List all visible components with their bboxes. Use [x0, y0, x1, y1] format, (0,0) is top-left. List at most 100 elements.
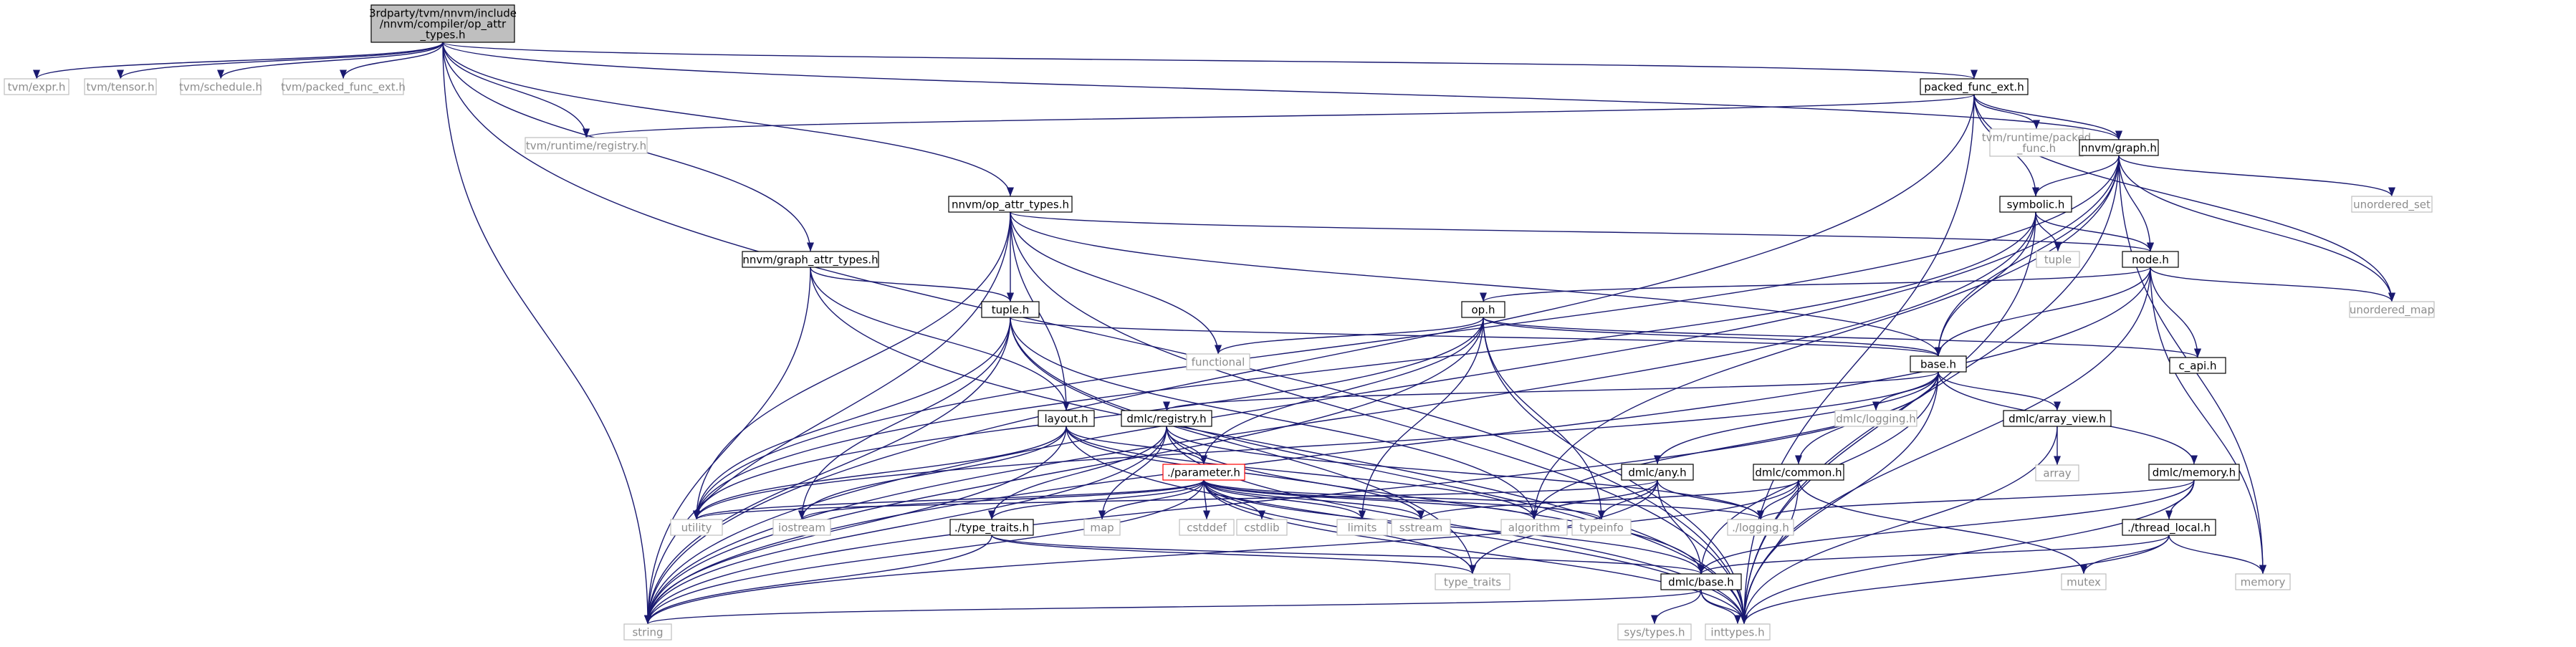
node-base[interactable]: base.h: [1910, 355, 1967, 373]
node-node[interactable]: node.h: [2122, 251, 2179, 268]
edge-node-to-c_api: [2150, 267, 2202, 358]
node-box: [2003, 410, 2112, 427]
node-inttypes: inttypes.h: [1705, 623, 1771, 641]
node-label: _func.h: [2016, 142, 2056, 155]
edge-op-to-parameter: [1200, 317, 1484, 465]
edge-op-to-limits: [1358, 317, 1484, 520]
edge-tuple_h-to-algorithm: [1010, 317, 1538, 520]
node-symbolic[interactable]: symbolic.h: [1999, 196, 2072, 213]
edge-dmlc_any-to-dmlc_base: [1657, 479, 1705, 575]
node-box: [1083, 519, 1121, 536]
node-type-traits: type_traits: [1435, 573, 1510, 590]
node-box: [1617, 623, 1692, 641]
edge-dmlc_memory-to-vector: [1741, 479, 2195, 625]
node-tvm-expr: tvm/expr.h: [4, 78, 70, 95]
edge-type_traits_h-to-type_traits: [991, 535, 1476, 575]
edge-thread_local-to-memory: [2168, 535, 2266, 575]
node-box: [370, 4, 515, 43]
edge-base-to-algorithm: [1531, 371, 1939, 520]
edge-parameter-to-algorithm: [1203, 479, 1538, 520]
edge-tuple_h-to-vector: [1010, 317, 1748, 625]
edge-nnvm_op_attr_types-to-string: [643, 211, 1011, 625]
edge-type_traits_h-to-dmlc_base: [991, 535, 1705, 575]
edge-base-to-dmlc_any: [1654, 371, 1939, 465]
edge-dmlc_registry-to-dmlc_base: [1166, 426, 1705, 575]
node-label: cstdlib: [1244, 522, 1279, 535]
node-unordered-map: unordered_map: [2349, 301, 2435, 318]
edge-nnvm_graph-to-node: [2118, 155, 2155, 252]
edge-dmlc_any-to-logging_rel: [1657, 479, 1764, 520]
node-box: [772, 519, 831, 536]
edge-dmlc_registry-to-logging_rel: [1166, 426, 1764, 520]
node-label: dmlc/base.h: [1668, 576, 1734, 589]
node-label: nnvm/graph_attr_types.h: [742, 254, 878, 267]
node-label: _types.h: [419, 29, 465, 42]
edge-parameter-to-limits: [1203, 479, 1366, 520]
node-label: nnvm/op_attr_types.h: [952, 198, 1069, 212]
node-box: [1910, 355, 1967, 373]
edge-nnvm_graph-to-utility: [693, 155, 2120, 520]
node-label: type_traits: [1444, 576, 1501, 590]
node-label: c_api.h: [2179, 360, 2217, 373]
edge-packed_func_ext-to-tvm_runtime_registry: [583, 94, 1975, 138]
node-nnvm-graph-attr-types[interactable]: nnvm/graph_attr_types.h: [742, 251, 879, 268]
node-tuple-h[interactable]: tuple.h: [981, 301, 1040, 318]
node-label: functional: [1192, 356, 1245, 369]
edge-dmlc_common-to-sstream: [1417, 479, 1799, 520]
node-mutex: mutex: [2061, 573, 2107, 590]
node-utility: utility: [670, 519, 723, 536]
edge-tuple_h-to-base: [1010, 317, 1942, 357]
node-tvm-tensor: tvm/tensor.h: [84, 78, 157, 95]
edge-symbolic-to-utility: [693, 211, 2036, 520]
node-dmlc-registry[interactable]: dmlc/registry.h: [1121, 410, 1212, 427]
node-label: nnvm/graph.h: [2081, 142, 2157, 155]
node-box: [1727, 519, 1794, 536]
node-dmlc-memory[interactable]: dmlc/memory.h: [2148, 464, 2240, 481]
node-nnvm-op-attr-types[interactable]: nnvm/op_attr_types.h: [948, 196, 1073, 213]
node-thread-local[interactable]: ./thread_local.h: [2122, 519, 2216, 536]
node-tvm-runtime-packed-func: tvm/runtime/packed_func.h: [1982, 128, 2091, 157]
node-label: unordered_map: [2350, 304, 2434, 317]
node-op[interactable]: op.h: [1461, 301, 1505, 318]
node-label: /nnvm/compiler/op_attr: [380, 18, 507, 32]
node-box: [1500, 519, 1568, 536]
edge-nnvm_op_attr_types-to-base: [1010, 211, 1942, 357]
node-dmlc-base[interactable]: dmlc/base.h: [1660, 573, 1742, 590]
node-label: limits: [1348, 522, 1377, 535]
node-tuple-std: tuple: [2036, 251, 2080, 268]
node-box: [1920, 78, 2029, 95]
node-label: tvm/expr.h: [8, 81, 66, 94]
node-label: tvm/runtime/packed: [1982, 131, 2091, 144]
node-c-api[interactable]: c_api.h: [2169, 357, 2226, 374]
node-dmlc-array-view[interactable]: dmlc/array_view.h: [2003, 410, 2112, 427]
node-nnvm-graph[interactable]: nnvm/graph.h: [2079, 139, 2159, 156]
node-layout[interactable]: layout.h: [1038, 410, 1095, 427]
node-label: 3rdparty/tvm/nnvm/include: [369, 7, 517, 20]
edge-dmlc_base-to-sys_types: [1650, 589, 1702, 625]
node-algorithm: algorithm: [1500, 519, 1568, 536]
edge-base-to-utility: [693, 371, 1939, 520]
node-label: tvm/runtime/registry.h: [526, 140, 646, 153]
edge-symbolic-to-string: [644, 211, 2036, 625]
node-packed-func-ext[interactable]: packed_func_ext.h: [1920, 78, 2029, 95]
edge-nnvm_graph-to-symbolic: [2032, 155, 2120, 197]
node-type-traits-h[interactable]: ./type_traits.h: [949, 519, 1034, 536]
edge-node-to-op: [1480, 267, 2151, 302]
node-box: [1435, 573, 1510, 590]
edge-nnvm_graph-to-unordered_map: [2118, 155, 2395, 302]
node-box: [1705, 623, 1771, 641]
node-parameter[interactable]: ./parameter.h: [1162, 464, 1245, 481]
node-array: array: [2035, 464, 2079, 481]
node-dmlc-any[interactable]: dmlc/any.h: [1621, 464, 1694, 481]
node-label: dmlc/array_view.h: [2008, 413, 2106, 426]
node-dmlc-common[interactable]: dmlc/common.h: [1753, 464, 1844, 481]
edge-nnvm_op_attr_types-to-vector: [1010, 211, 1748, 625]
edge-root-to-tvm_packed_func_ext: [340, 42, 444, 80]
edge-parameter-to-dmlc_base: [1203, 479, 1705, 575]
edge-base-to-dmlc_registry: [1163, 371, 1939, 411]
node-box: [1834, 410, 1917, 427]
edge-parameter-to-utility: [693, 479, 1205, 520]
edge-parameter-to-map: [1098, 479, 1205, 520]
node-root[interactable]: 3rdparty/tvm/nnvm/include/nnvm/compiler/…: [369, 4, 517, 43]
edge-nnvm_graph-to-base: [1934, 155, 2120, 357]
